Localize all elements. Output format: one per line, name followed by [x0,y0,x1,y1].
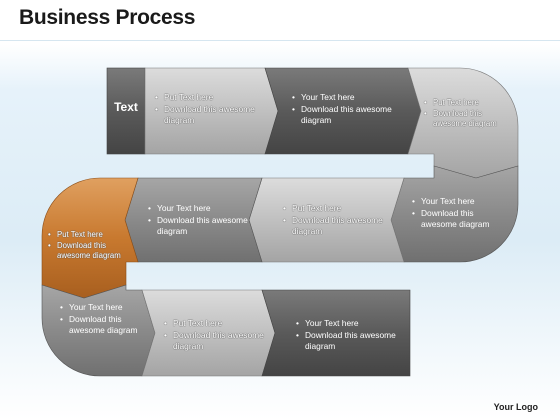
segment-3-line2: Download this awesome diagram [424,109,500,130]
segment-3-line1: Put Text here [424,98,500,109]
segment-10: Your Text here Download this awesome dia… [296,318,406,353]
segment-9: Put Text here Download this awesome diag… [164,318,268,353]
segment-5-line2: Download this awesome diagram [283,215,393,238]
start-tab [106,67,146,155]
segment-6-line1: Your Text here [148,203,248,215]
logo-text: Your Logo [493,402,538,412]
segment-3: Put Text here Download this awesome diag… [424,98,500,130]
segment-4: Your Text here Download this awesome dia… [412,196,502,231]
segment-1-line2: Download this awesome diagram [155,104,265,127]
segment-10-line2: Download this awesome diagram [296,330,406,353]
title-divider [0,40,560,41]
segment-8-line1: Your Text here [60,302,142,314]
segment-7-line1: Put Text here [48,230,128,241]
segment-7: Put Text here Download this awesome diag… [48,230,128,262]
segment-5-line1: Put Text here [283,203,393,215]
segment-8-line2: Download this awesome diagram [60,314,142,337]
segment-10-line1: Your Text here [296,318,406,330]
page-title: Business Process [19,6,196,29]
segment-1: Put Text here Download this awesome diag… [155,92,265,127]
start-label: Text [114,100,138,114]
segment-2: Your Text here Download this awesome dia… [292,92,402,127]
segment-7-line2: Download this awesome diagram [48,241,128,262]
segment-9-line2: Download this awesome diagram [164,330,268,353]
segment-6-line2: Download this awesome diagram [148,215,248,238]
segment-1-line1: Put Text here [155,92,265,104]
segment-8: Your Text here Download this awesome dia… [60,302,142,337]
segment-9-line1: Put Text here [164,318,268,330]
segment-5: Put Text here Download this awesome diag… [283,203,393,238]
segment-6: Your Text here Download this awesome dia… [148,203,248,238]
segment-2-line1: Your Text here [292,92,402,104]
segment-2-line2: Download this awesome diagram [292,104,402,127]
segment-4-line1: Your Text here [412,196,502,208]
segment-4-line2: Download this awesome diagram [412,208,502,231]
